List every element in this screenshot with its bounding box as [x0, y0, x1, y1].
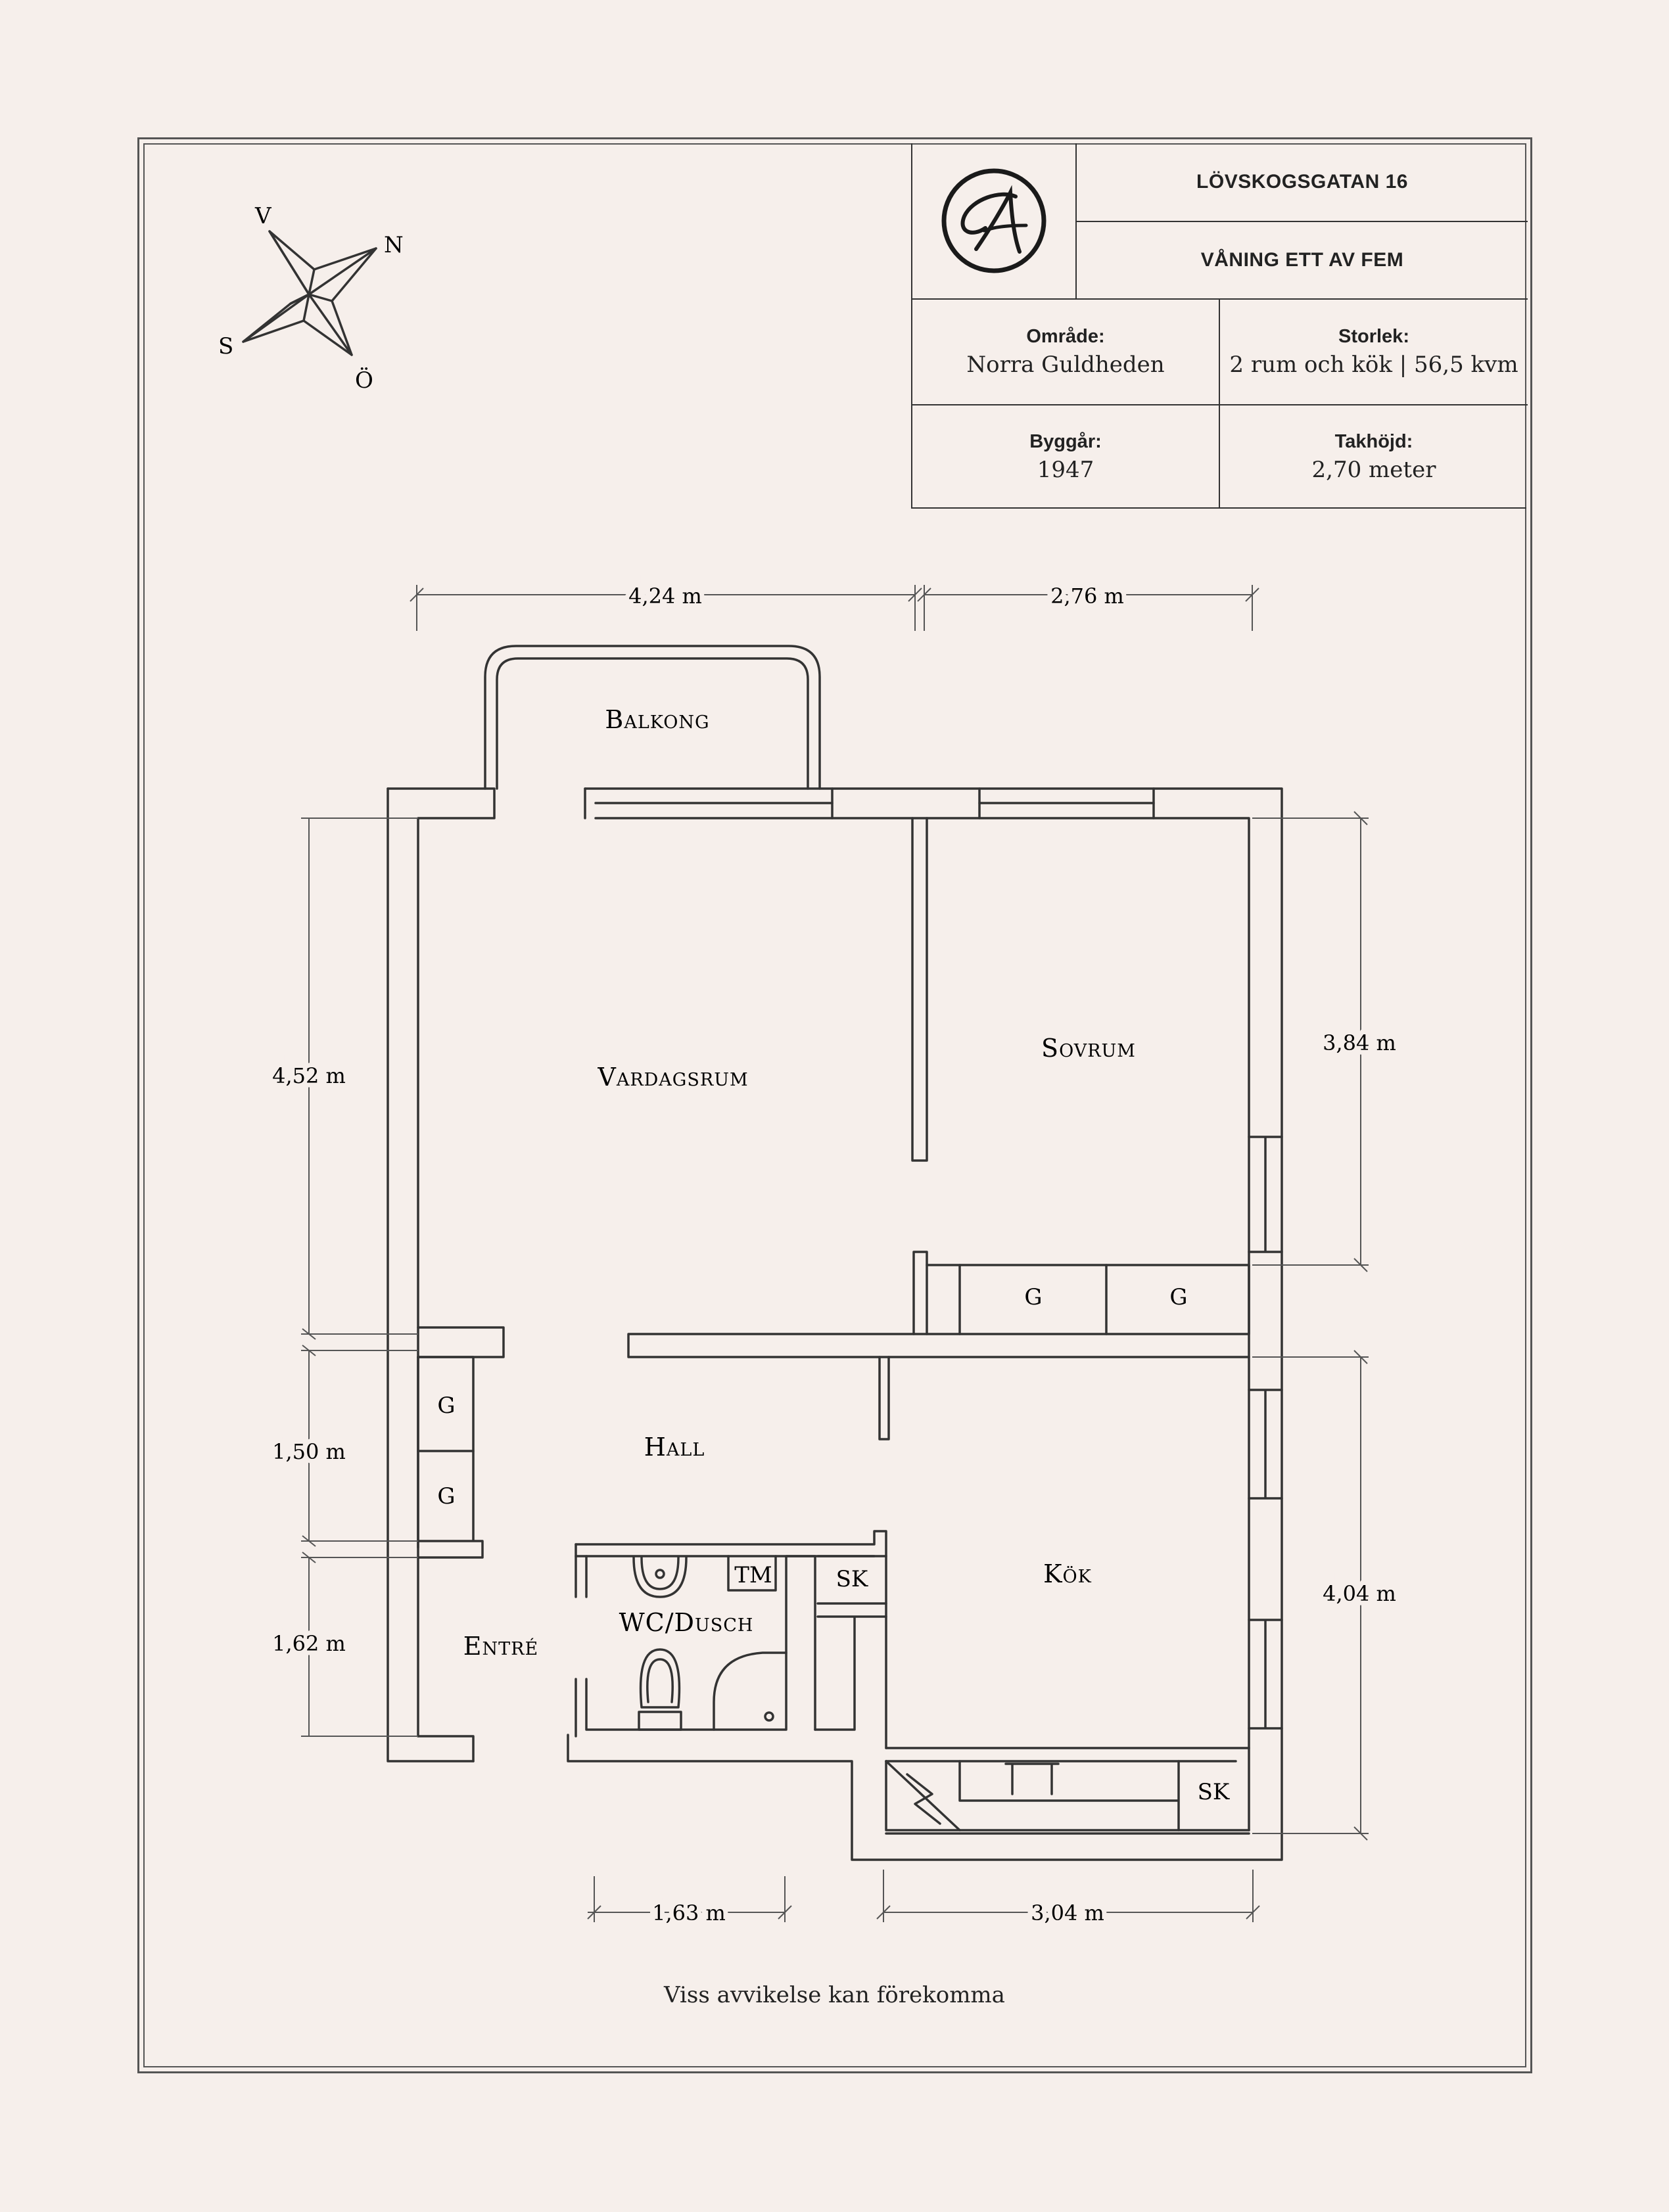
wardrobe-mark: G	[437, 1393, 455, 1419]
bedroom-wardrobes	[912, 1251, 1250, 1335]
electric-panel-icon	[906, 1773, 941, 1825]
dim-right-2: 4,04 m	[1323, 1581, 1396, 1606]
year-value: 1947	[1037, 457, 1094, 483]
dim-left-3: 1,62 m	[272, 1631, 346, 1656]
outer-frame	[137, 137, 1532, 2073]
room-living: Vardagsrum	[597, 1063, 748, 1092]
dim-bottom-1: 1,63 m	[652, 1901, 726, 1925]
wall-living-bedroom	[911, 817, 928, 1162]
room-kitchen: Kök	[1043, 1559, 1092, 1588]
compass-east-label: Ö	[355, 367, 373, 394]
room-hall: Hall	[644, 1433, 705, 1462]
cabinet-mark: SK	[1198, 1779, 1230, 1805]
address: LÖVSKOGSGATAN 16	[1196, 171, 1408, 193]
dim-left-1: 4,52 m	[272, 1063, 346, 1088]
wc-walls	[575, 1530, 887, 1749]
logo	[912, 143, 1075, 298]
shower-icon	[713, 1651, 787, 1731]
area-value: Norra Guldheden	[966, 352, 1165, 378]
title-block: LÖVSKOGSGATAN 16 VÅNING ETT AV FEM Områd…	[911, 143, 1528, 509]
right-wall-windows	[1248, 1136, 1283, 1832]
area-label: Område:	[1026, 326, 1105, 347]
monogram-logo-icon	[941, 168, 1046, 273]
hall-walls	[417, 1326, 1250, 1559]
ceiling-height-label: Takhöjd:	[1334, 431, 1413, 452]
floor-info: VÅNING ETT AV FEM	[1200, 249, 1404, 271]
wardrobe-mark: G	[437, 1483, 455, 1509]
kitchen-counter	[885, 1747, 1250, 1835]
inner-frame	[143, 143, 1526, 2067]
room-wc: WC/Dusch	[619, 1608, 754, 1637]
cabinet-mark: SK	[836, 1566, 868, 1592]
dim-bottom-2: 3,04 m	[1031, 1901, 1104, 1925]
disclaimer-note: Viss avvikelse kan förekomma	[664, 1982, 1005, 2008]
room-entry: Entré	[463, 1632, 538, 1661]
wardrobe-mark: G	[1169, 1284, 1187, 1310]
room-bedroom: Sovrum	[1041, 1034, 1136, 1063]
room-balcony: Balkong	[605, 705, 709, 734]
year-label: Byggår:	[1029, 431, 1102, 452]
dim-left-2: 1,50 m	[272, 1439, 346, 1464]
ceiling-height-value: 2,70 meter	[1311, 457, 1436, 483]
compass-rose-icon	[242, 230, 377, 356]
washer-mark: TM	[734, 1562, 772, 1588]
dimension-lines	[301, 585, 1369, 1922]
balcony-outline	[484, 645, 821, 790]
size-label: Storlek:	[1338, 326, 1409, 347]
toilet-icon	[638, 1648, 682, 1731]
sink-icon	[632, 1556, 688, 1598]
wardrobe-mark: G	[1024, 1284, 1042, 1310]
dim-top-right: 2,76 m	[1050, 584, 1124, 609]
top-wall	[387, 787, 1283, 1861]
dim-top-left: 4,24 m	[628, 584, 702, 609]
dim-right-1: 3,84 m	[1323, 1030, 1396, 1055]
compass-west-label: V	[254, 203, 272, 229]
compass-south-label: S	[218, 333, 233, 359]
compass-north-label: N	[384, 232, 404, 258]
size-value: 2 rum och kök | 56,5 kvm	[1229, 352, 1518, 378]
